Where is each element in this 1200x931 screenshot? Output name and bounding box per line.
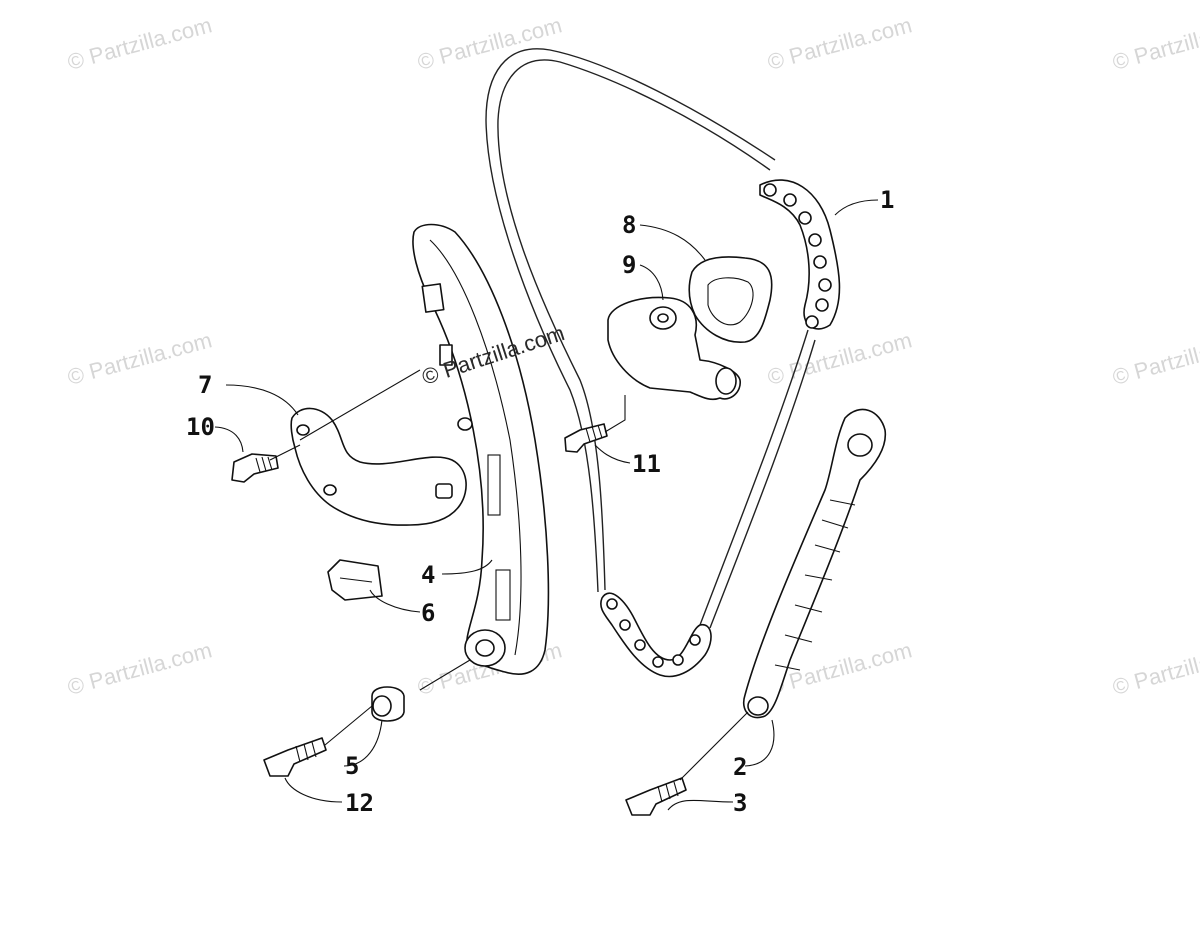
watermark: © Partzilla.com	[765, 327, 915, 390]
callout-9: 9	[622, 251, 636, 279]
callout-4: 4	[421, 561, 435, 589]
callout-labels: 1 2 3 4 5 6 7 8 9 10 11 12	[186, 186, 894, 817]
cam-chain-segment-bottom	[600, 592, 712, 678]
bolt-3	[625, 777, 687, 816]
callout-8: 8	[622, 211, 636, 239]
callout-11: 11	[632, 450, 661, 478]
guide-bushing	[371, 686, 405, 722]
bolt-12	[263, 737, 327, 777]
leader-lines	[214, 199, 879, 811]
callout-5: 5	[345, 752, 359, 780]
callout-1: 1	[880, 186, 894, 214]
callout-7: 7	[198, 371, 212, 399]
callout-3: 3	[733, 789, 747, 817]
watermark: © Partzilla.com	[1110, 637, 1200, 700]
chain-tensioner-guide	[412, 223, 550, 675]
watermark: © Partzilla.com	[65, 637, 215, 700]
callout-6: 6	[421, 599, 435, 627]
tensioner-gasket	[688, 256, 773, 343]
watermark: © Partzilla.com	[65, 12, 215, 75]
guide-clip	[327, 559, 383, 601]
watermark: © Partzilla.com	[65, 327, 215, 390]
callout-12: 12	[345, 789, 374, 817]
chain-tensioner-body	[607, 296, 741, 401]
cam-chain-segment-top	[759, 179, 841, 330]
callout-10: 10	[186, 413, 215, 441]
bolt-10	[231, 453, 279, 483]
watermark: © Partzilla.com	[1110, 327, 1200, 390]
bolt-11	[564, 423, 608, 453]
watermark: © Partzilla.com	[1110, 12, 1200, 75]
tensioner-bracket	[290, 407, 467, 526]
watermark: © Partzilla.com	[765, 12, 915, 75]
callout-2: 2	[733, 753, 747, 781]
fixed-chain-guide	[743, 408, 886, 719]
watermark: © Partzilla.com	[415, 12, 565, 75]
